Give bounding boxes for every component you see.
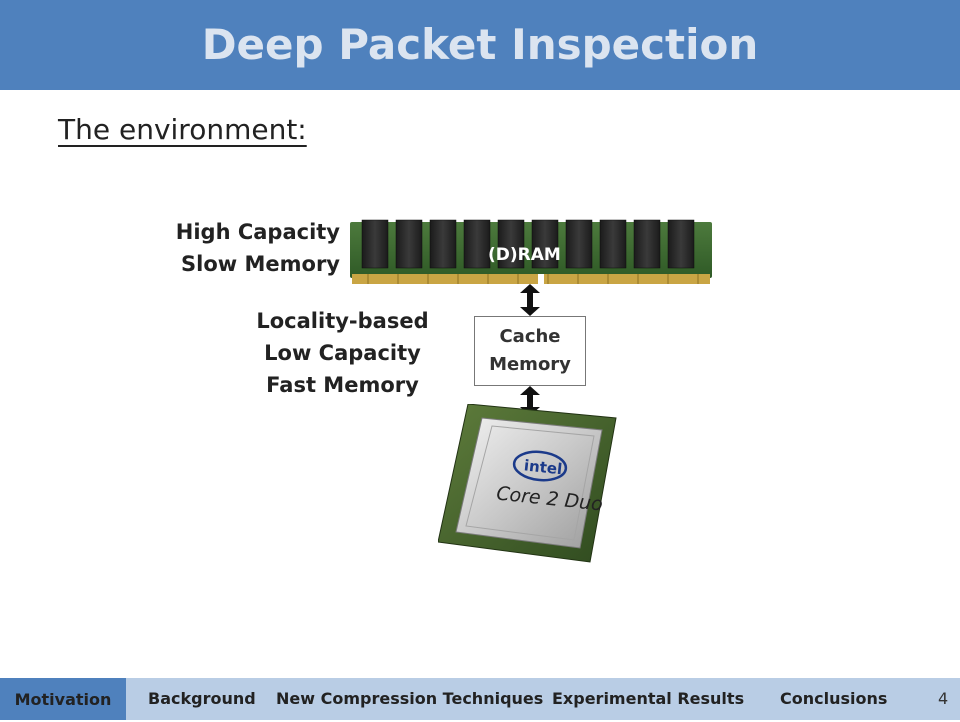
cache-label-line: Low Capacity	[264, 341, 421, 365]
nav-tab-conclusions[interactable]: Conclusions	[780, 689, 888, 708]
cache-label-line: Fast Memory	[266, 373, 419, 397]
cache-box-line: Memory	[489, 354, 571, 375]
cache-description: Locality-based Low Capacity Fast Memory	[230, 305, 455, 401]
nav-tab-experimental-results[interactable]: Experimental Results	[552, 689, 745, 708]
nav-tab-new-compression-techniques[interactable]: New Compression Techniques	[276, 689, 544, 708]
ram-module-image: (D)RAM	[350, 219, 712, 286]
cpu-image: intel Core 2 Duo	[438, 404, 617, 563]
ram-label-line: Slow Memory	[181, 252, 340, 276]
ram-description: High Capacity Slow Memory	[150, 216, 340, 280]
slide-title: Deep Packet Inspection	[201, 20, 759, 69]
cache-box-line: Cache	[499, 326, 561, 347]
cpu-brand-label: intel	[523, 456, 563, 478]
cache-cpu-double-arrow-icon	[520, 386, 540, 416]
cache-label-line: Locality-based	[256, 309, 429, 333]
page-number: 4	[938, 689, 949, 708]
footer-navigation-bar	[0, 678, 960, 720]
ram-label-line: High Capacity	[175, 220, 340, 244]
slide-subtitle: The environment:	[58, 113, 307, 146]
title-bar	[0, 0, 960, 90]
nav-tab-motivation[interactable]: Motivation	[0, 678, 126, 720]
ram-cache-double-arrow-icon	[520, 284, 540, 316]
cache-memory-box: Cache Memory	[474, 316, 586, 386]
nav-tab-background[interactable]: Background	[148, 689, 256, 708]
ram-chip-label: (D)RAM	[488, 245, 561, 265]
